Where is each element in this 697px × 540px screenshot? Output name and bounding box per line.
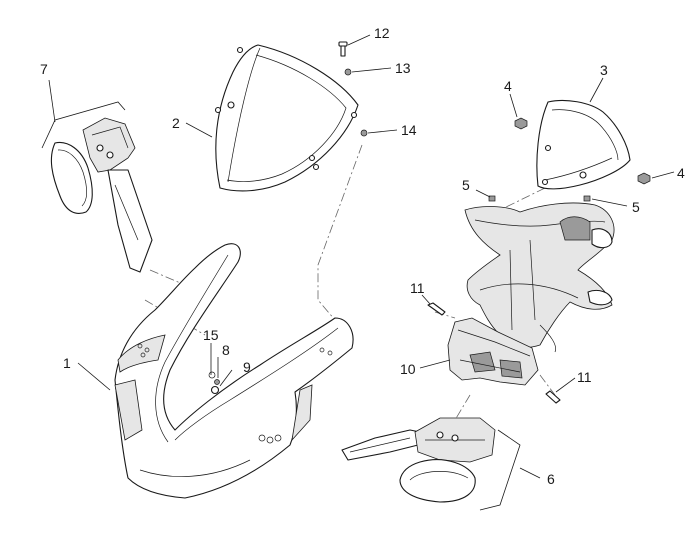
bracket-screws	[427, 302, 561, 404]
callout-8: 8	[222, 342, 230, 358]
right-mirror-part	[341, 417, 521, 511]
callout-15: 15	[203, 327, 219, 343]
callout-10: 10	[400, 361, 416, 377]
instrument-cover-part	[536, 99, 631, 190]
fairing-support-bracket	[464, 202, 615, 353]
callout-2: 2	[172, 115, 180, 131]
callout-12: 12	[374, 25, 390, 41]
callout-14: 14	[401, 122, 417, 138]
callout-3: 3	[600, 62, 608, 78]
callout-7: 7	[40, 61, 48, 77]
callout-11-top: 11	[410, 280, 425, 296]
callout-9: 9	[243, 359, 251, 375]
left-mirror-part	[41, 101, 153, 273]
callout-6: 6	[547, 471, 555, 487]
callout-1: 1	[63, 355, 71, 371]
windscreen-part	[214, 44, 359, 192]
callout-13: 13	[395, 60, 411, 76]
callout-5-left: 5	[462, 177, 470, 193]
front-fairing-part	[114, 243, 354, 499]
callout-4-right: 4	[677, 165, 685, 181]
callout-11-bottom: 11	[577, 369, 592, 385]
cover-fasteners	[488, 117, 651, 202]
windscreen-fasteners	[338, 41, 368, 137]
callout-5-right: 5	[632, 199, 640, 215]
leader-lines	[48, 34, 675, 479]
lower-bracket-part	[447, 317, 539, 386]
callout-labels: 1 2 3 4 4 5 5 6 7 8 9 10 11 11 12 13 14 …	[40, 25, 685, 487]
callout-4-top: 4	[504, 78, 512, 94]
